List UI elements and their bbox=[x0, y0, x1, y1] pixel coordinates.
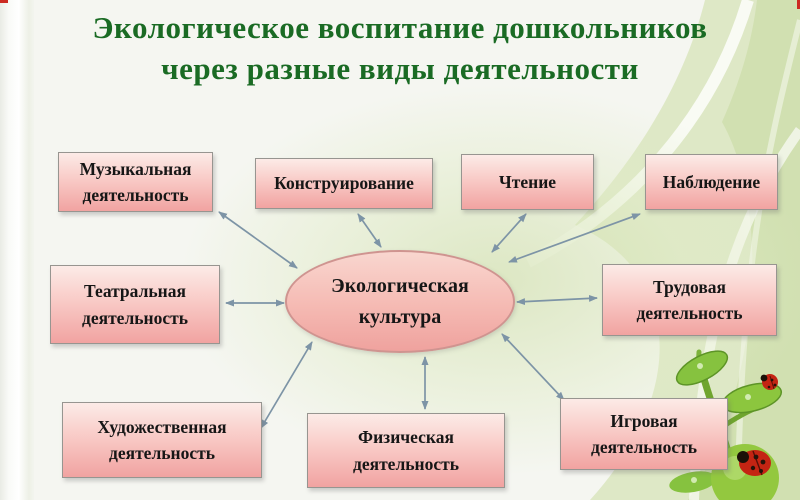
node-label: Художественная деятельность bbox=[97, 416, 227, 463]
node-musical-activity: Музыкальная деятельность bbox=[58, 152, 213, 212]
node-observation: Наблюдение bbox=[645, 154, 778, 210]
node-label: Музыкальная деятельность bbox=[79, 158, 192, 205]
connector-arrow-labor bbox=[516, 294, 598, 306]
ladybug-icon bbox=[760, 374, 778, 390]
left-sheen-strip bbox=[0, 0, 34, 500]
connector-arrow-reading bbox=[491, 213, 527, 253]
connector-arrow-construction bbox=[357, 213, 382, 248]
node-artistic-activity: Художественная деятельность bbox=[62, 402, 262, 478]
node-labor-activity: Трудовая деятельность bbox=[602, 264, 777, 336]
ladybug-icon bbox=[737, 450, 771, 476]
center-node-ecological-culture: Экологическая культура bbox=[285, 250, 515, 353]
node-label: Наблюдение bbox=[662, 171, 761, 192]
node-reading: Чтение bbox=[461, 154, 594, 210]
node-play-activity: Игровая деятельность bbox=[560, 398, 728, 470]
connector-arrow-artistic bbox=[260, 341, 313, 429]
node-physical-activity: Физическая деятельность bbox=[307, 413, 505, 488]
node-label: Театральная деятельность bbox=[82, 281, 188, 328]
connector-arrow-observation bbox=[508, 213, 641, 263]
node-label: Трудовая деятельность bbox=[636, 276, 743, 323]
edge-artifact-left bbox=[0, 0, 8, 3]
center-node-label: Экологическая культура bbox=[331, 274, 469, 328]
connector-arrow-play bbox=[501, 333, 565, 401]
node-label: Чтение bbox=[498, 171, 557, 192]
page-title: Экологическое воспитание дошкольников че… bbox=[92, 10, 708, 86]
node-label: Физическая деятельность bbox=[353, 427, 459, 474]
node-label: Игровая деятельность bbox=[591, 410, 697, 457]
node-construction: Конструирование bbox=[255, 158, 433, 209]
node-label: Конструирование bbox=[274, 173, 414, 194]
node-theatrical-activity: Театральная деятельность bbox=[50, 265, 220, 344]
connector-arrow-musical bbox=[218, 211, 298, 269]
